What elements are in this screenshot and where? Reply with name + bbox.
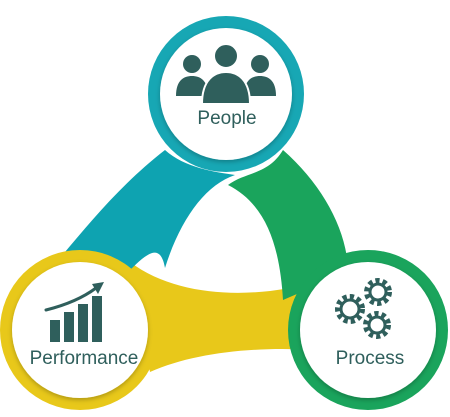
node-process: Process xyxy=(288,250,448,410)
node-label-process: Process xyxy=(336,348,405,369)
band-people-process xyxy=(228,150,348,300)
band-people-performance xyxy=(60,150,235,275)
node-performance: Performance xyxy=(0,250,160,410)
people-group-icon xyxy=(176,43,276,105)
node-label-people: People xyxy=(197,108,256,129)
node-people: People xyxy=(148,16,304,172)
node-label-performance: Performance xyxy=(30,348,139,369)
growth-chart-icon xyxy=(44,282,104,342)
connector-bands xyxy=(60,150,348,372)
gears-icon xyxy=(335,278,392,339)
